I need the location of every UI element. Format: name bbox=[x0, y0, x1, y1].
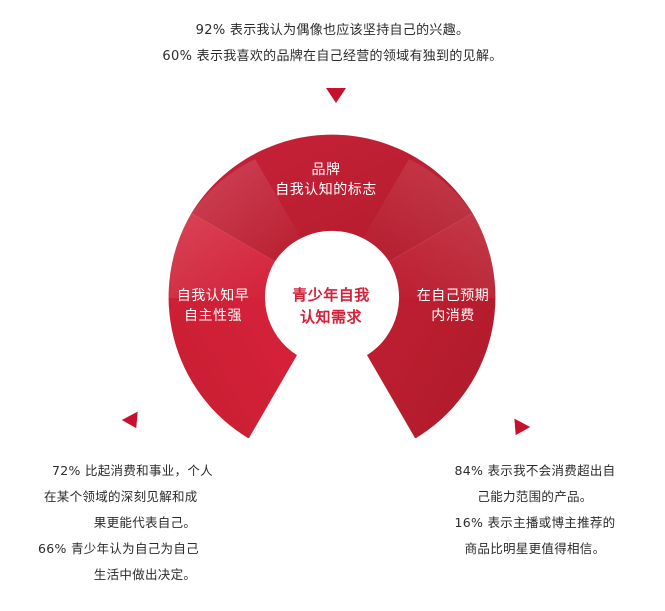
bottom-left-caption-line-2: 在某个领域的深刻见解和成 bbox=[44, 489, 198, 504]
bottom-left-caption-line-4: 66% 青少年认为自己为自己 bbox=[38, 541, 199, 556]
bottom-right-caption-line-3: 16% 表示主播或博主推荐的 bbox=[454, 515, 616, 530]
bottom-left-caption-line-1: 72% 比起消费和事业，个人 bbox=[52, 463, 213, 478]
bottom-right-caption-line-1: 84% 表示我不会消费超出自 bbox=[454, 463, 616, 478]
bottom-left-caption-line-3: 果更能代表自己。 bbox=[93, 515, 197, 530]
down-triangle-icon-top bbox=[326, 88, 346, 103]
top-caption-line-2: 60% 表示我喜欢的品牌在自己经营的领域有独到的见解。 bbox=[162, 49, 503, 64]
top-caption-line-1: 92% 表示我认为偶像也应该坚持自己的兴趣。 bbox=[195, 23, 470, 38]
donut-segment-spending[interactable] bbox=[367, 213, 497, 438]
donut-segment-self-awareness[interactable] bbox=[167, 213, 297, 438]
donut-segment-brand[interactable] bbox=[191, 134, 473, 262]
top-caption-block: 92% 表示我认为偶像也应该坚持自己的兴趣。 60% 表示我喜欢的品牌在自己经营… bbox=[0, 18, 665, 70]
bottom-left-caption-block: 72% 比起消费和事业，个人 在某个领域的深刻见解和成 果更能代表自己。 66%… bbox=[20, 458, 270, 588]
donut-svg bbox=[167, 134, 497, 438]
bottom-right-caption-block: 84% 表示我不会消费超出自 己能力范围的产品。 16% 表示主播或博主推荐的 … bbox=[415, 458, 655, 562]
bottom-left-caption-line-5: 生活中做出决定。 bbox=[93, 567, 197, 582]
bottom-right-caption-line-2: 己能力范围的产品。 bbox=[477, 489, 593, 504]
donut-diagram bbox=[132, 108, 532, 438]
bottom-right-caption-line-4: 商品比明星更值得相信。 bbox=[464, 541, 606, 556]
